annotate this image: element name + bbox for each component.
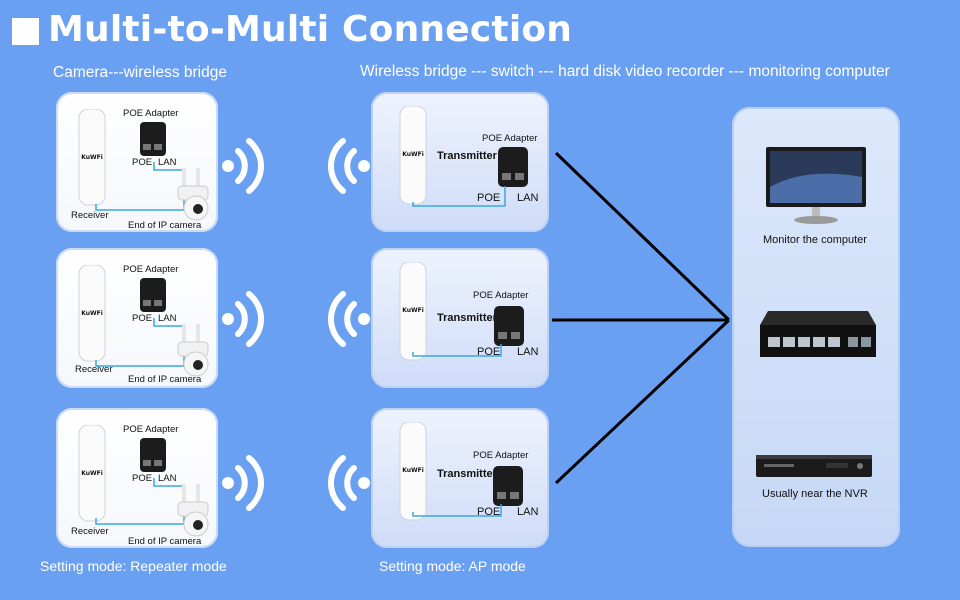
brand-text: KuWFi [402,151,424,158]
link-line-top [554,151,731,322]
poe-adapter-label: POE Adapter [123,264,179,275]
middle-setting-mode-caption: Setting mode: AP mode [379,558,526,574]
poe-port-label: POE [132,157,153,168]
ip-camera-icon [174,482,216,543]
title-square [12,18,39,45]
lan-port-label: LAN [517,346,539,358]
brand-text: KuWFi [81,154,103,161]
lan-port-label: LAN [517,506,539,518]
brand-text: KuWFi [81,310,103,317]
ip-camera-label: End of IP camera [128,220,202,231]
poe-adapter-label: POE Adapter [473,290,529,301]
bridge-device-icon: KuWFi [399,421,429,529]
poe-adapter-label: POE Adapter [123,108,179,119]
poe-port-label: POE [477,346,501,358]
bridge-device-icon: KuWFi [78,108,108,214]
nvr-label: Usually near the NVR [762,488,868,500]
ip-camera-icon [174,166,216,227]
transmitter-card-3: KuWFi POE Adapter Transmitter POE LAN [371,408,549,548]
page-title: Multi-to-Multi Connection [48,9,573,50]
receiver-card-3: KuWFi POE Adapter POE LAN Receiver End o… [56,408,218,548]
poe-port-label: POE [132,473,153,484]
receiver-label: Receiver [71,210,109,221]
wifi-signal-left-icon [328,455,370,511]
poe-adapter-icon [498,147,528,192]
poe-adapter-icon [140,438,166,477]
poe-adapter-label: POE Adapter [123,424,179,435]
poe-adapter-icon [494,306,524,351]
lan-port-label: LAN [158,313,177,324]
receiver-label: Receiver [75,364,113,375]
receiver-card-2: KuWFi POE Adapter POE LAN Receiver End o… [56,248,218,388]
bridge-device-icon: KuWFi [78,424,108,530]
poe-adapter-label: POE Adapter [482,133,538,144]
wifi-signal-right-icon [222,138,264,194]
link-line-bottom [554,318,731,485]
ip-camera-label: End of IP camera [128,374,202,385]
poe-adapter-icon [140,278,166,317]
wifi-signal-right-icon [222,455,264,511]
receiver-card-1: KuWFi POE Adapter POE LAN Receiver End o… [56,92,218,232]
network-equipment-panel: Monitor the computer Usually near the NV… [732,107,900,547]
ip-camera-icon [174,322,216,383]
poe-adapter-label: POE Adapter [473,450,529,461]
lan-port-label: LAN [158,473,177,484]
transmitter-label: Transmitter [437,312,497,324]
transmitter-card-1: KuWFi POE Adapter Transmitter POE LAN [371,92,549,232]
poe-port-label: POE [477,506,501,518]
network-switch-icon [760,311,876,366]
poe-port-label: POE [477,192,501,204]
lan-port-label: LAN [517,192,539,204]
monitor-icon [766,147,866,232]
monitor-label: Monitor the computer [763,234,867,246]
transmitter-label: Transmitter [437,468,497,480]
brand-text: KuWFi [402,307,424,314]
left-column-header: Camera---wireless bridge [53,64,227,81]
poe-adapter-icon [140,122,166,161]
poe-port-label: POE [132,313,153,324]
transmitter-card-2: KuWFi POE Adapter Transmitter POE LAN [371,248,549,388]
bridge-device-icon: KuWFi [78,264,108,370]
nvr-recorder-icon [756,451,872,486]
wifi-signal-right-icon [222,291,264,347]
brand-text: KuWFi [81,470,103,477]
middle-column-header: Wireless bridge --- switch --- hard disk… [360,63,890,80]
bridge-device-icon: KuWFi [399,261,429,369]
left-setting-mode-caption: Setting mode: Repeater mode [40,558,227,574]
transmitter-label: Transmitter [437,150,497,162]
poe-adapter-icon [493,466,523,511]
lan-port-label: LAN [158,157,177,168]
receiver-label: Receiver [71,526,109,537]
wifi-signal-left-icon [328,291,370,347]
brand-text: KuWFi [402,467,424,474]
ip-camera-label: End of IP camera [128,536,202,547]
wifi-signal-left-icon [328,138,370,194]
